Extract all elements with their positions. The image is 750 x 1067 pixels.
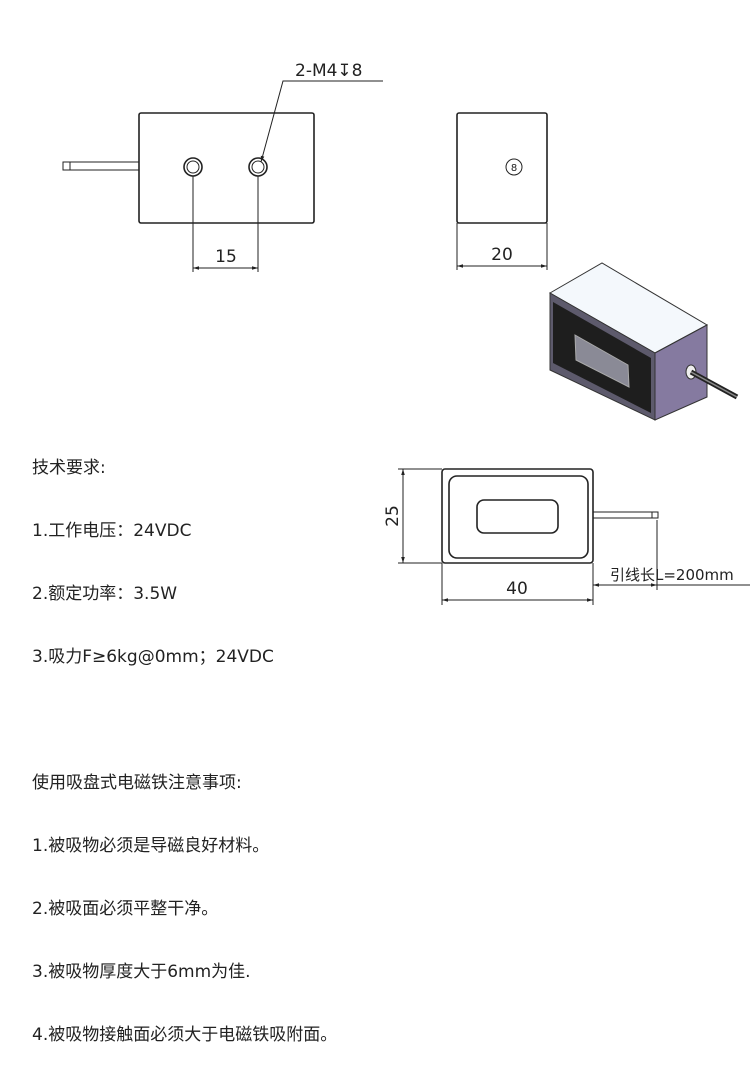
drawing-canvas: 15 2-M4↧8 8 20 25 40 bbox=[62, 61, 750, 605]
bottom-lead-wire bbox=[592, 511, 659, 519]
dim-side-width: 20 bbox=[491, 245, 513, 265]
thread-callout: 2-M4↧8 bbox=[295, 61, 363, 81]
front-view: 15 2-M4↧8 bbox=[62, 61, 383, 272]
tech-requirement-item: 2.额定功率：3.5W bbox=[32, 584, 178, 604]
usage-notes-title: 使用吸盘式电磁铁注意事项: bbox=[32, 773, 242, 793]
dim-bottom-width: 40 bbox=[506, 579, 528, 599]
iso-core bbox=[574, 334, 630, 388]
side-view: 8 20 bbox=[456, 112, 548, 270]
side-body-outline bbox=[456, 112, 548, 224]
notes-block: 技术要求: 1.工作电压：24VDC 2.额定功率：3.5W 3.吸力F≥6kg… bbox=[32, 416, 337, 1067]
tech-requirement-item: 1.工作电压：24VDC bbox=[32, 521, 192, 541]
side-hole-mark: 8 bbox=[511, 163, 517, 174]
usage-note-item: 1.被吸物必须是导磁良好材料。 bbox=[32, 836, 270, 856]
spacer bbox=[32, 710, 337, 731]
usage-note-item: 2.被吸面必须平整干净。 bbox=[32, 899, 219, 919]
tech-requirements-title: 技术要求: bbox=[32, 458, 106, 478]
front-body-outline bbox=[138, 112, 315, 224]
isometric-view bbox=[548, 262, 739, 421]
tech-requirement-item: 3.吸力F≥6kg@0mm；24VDC bbox=[32, 647, 274, 667]
bottom-view: 25 40 引线长L=200mm bbox=[383, 468, 750, 605]
wire-exit-hole bbox=[505, 158, 523, 176]
usage-note-item: 4.被吸物接触面必须大于电磁铁吸附面。 bbox=[32, 1025, 338, 1045]
callout-leader bbox=[260, 80, 383, 163]
iso-side-face bbox=[654, 324, 708, 421]
front-lead-wire bbox=[62, 161, 140, 171]
lead-length-label: 引线长L=200mm bbox=[610, 566, 734, 584]
coil-face-outline bbox=[448, 475, 589, 559]
dim-hole-spacing: 15 bbox=[215, 247, 237, 267]
dim-bottom-height: 25 bbox=[383, 505, 403, 527]
bottom-body-outline bbox=[441, 468, 594, 564]
usage-note-item: 3.被吸物厚度大于6mm为佳. bbox=[32, 962, 251, 982]
core-outline bbox=[476, 499, 559, 534]
